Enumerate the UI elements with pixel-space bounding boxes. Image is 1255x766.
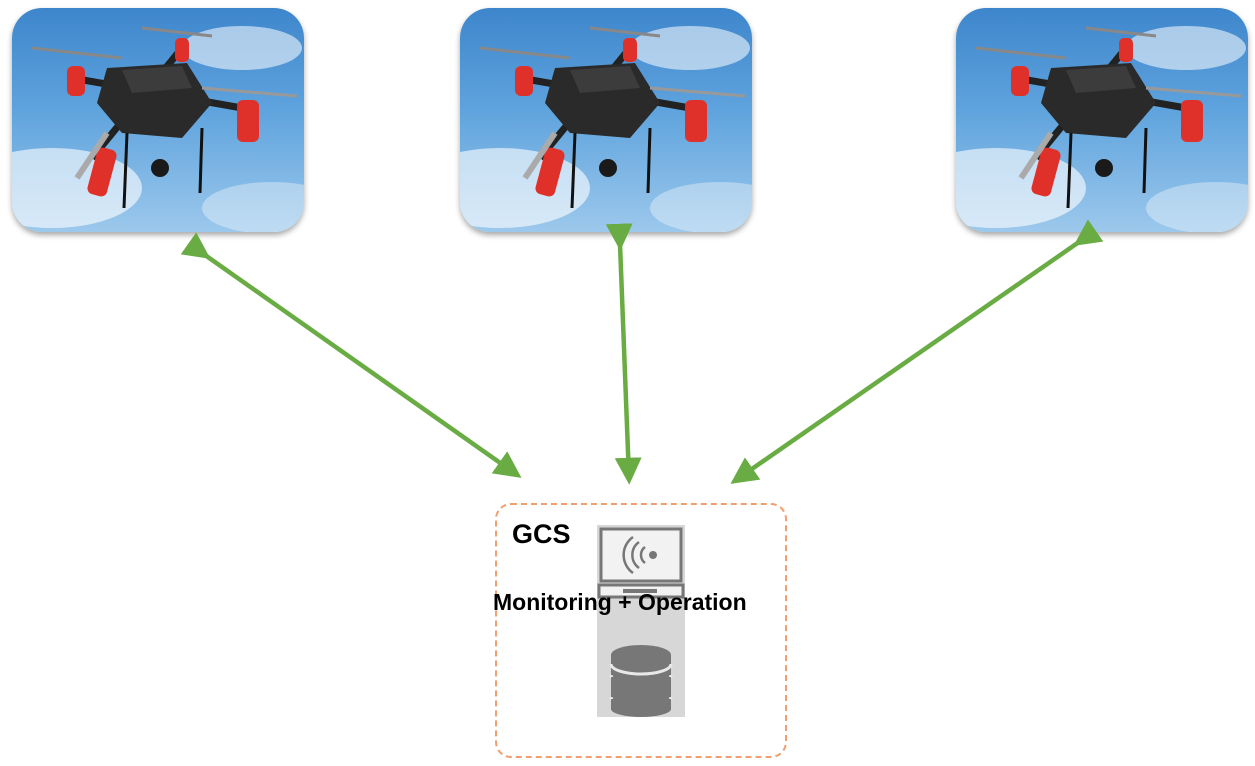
link-arrow-drone-2 (605, 223, 642, 485)
drone-image-3 (956, 8, 1248, 232)
gcs-label: Monitoring + Operation (493, 589, 747, 615)
gcs-device (597, 525, 685, 717)
database-icon (609, 645, 673, 717)
drone-icon (956, 26, 1248, 232)
drone-icon (460, 26, 752, 232)
gcs-node: GCS Monitoring + Operation (493, 503, 787, 758)
gcs-title: GCS (512, 519, 571, 549)
link-arrow-drone-1 (180, 232, 522, 478)
wireless-terminal-icon (597, 527, 685, 599)
drone-image-1 (12, 8, 304, 232)
drone-image-2 (460, 8, 752, 232)
drone-icon (12, 26, 304, 232)
link-arrow-drone-3 (730, 219, 1104, 484)
